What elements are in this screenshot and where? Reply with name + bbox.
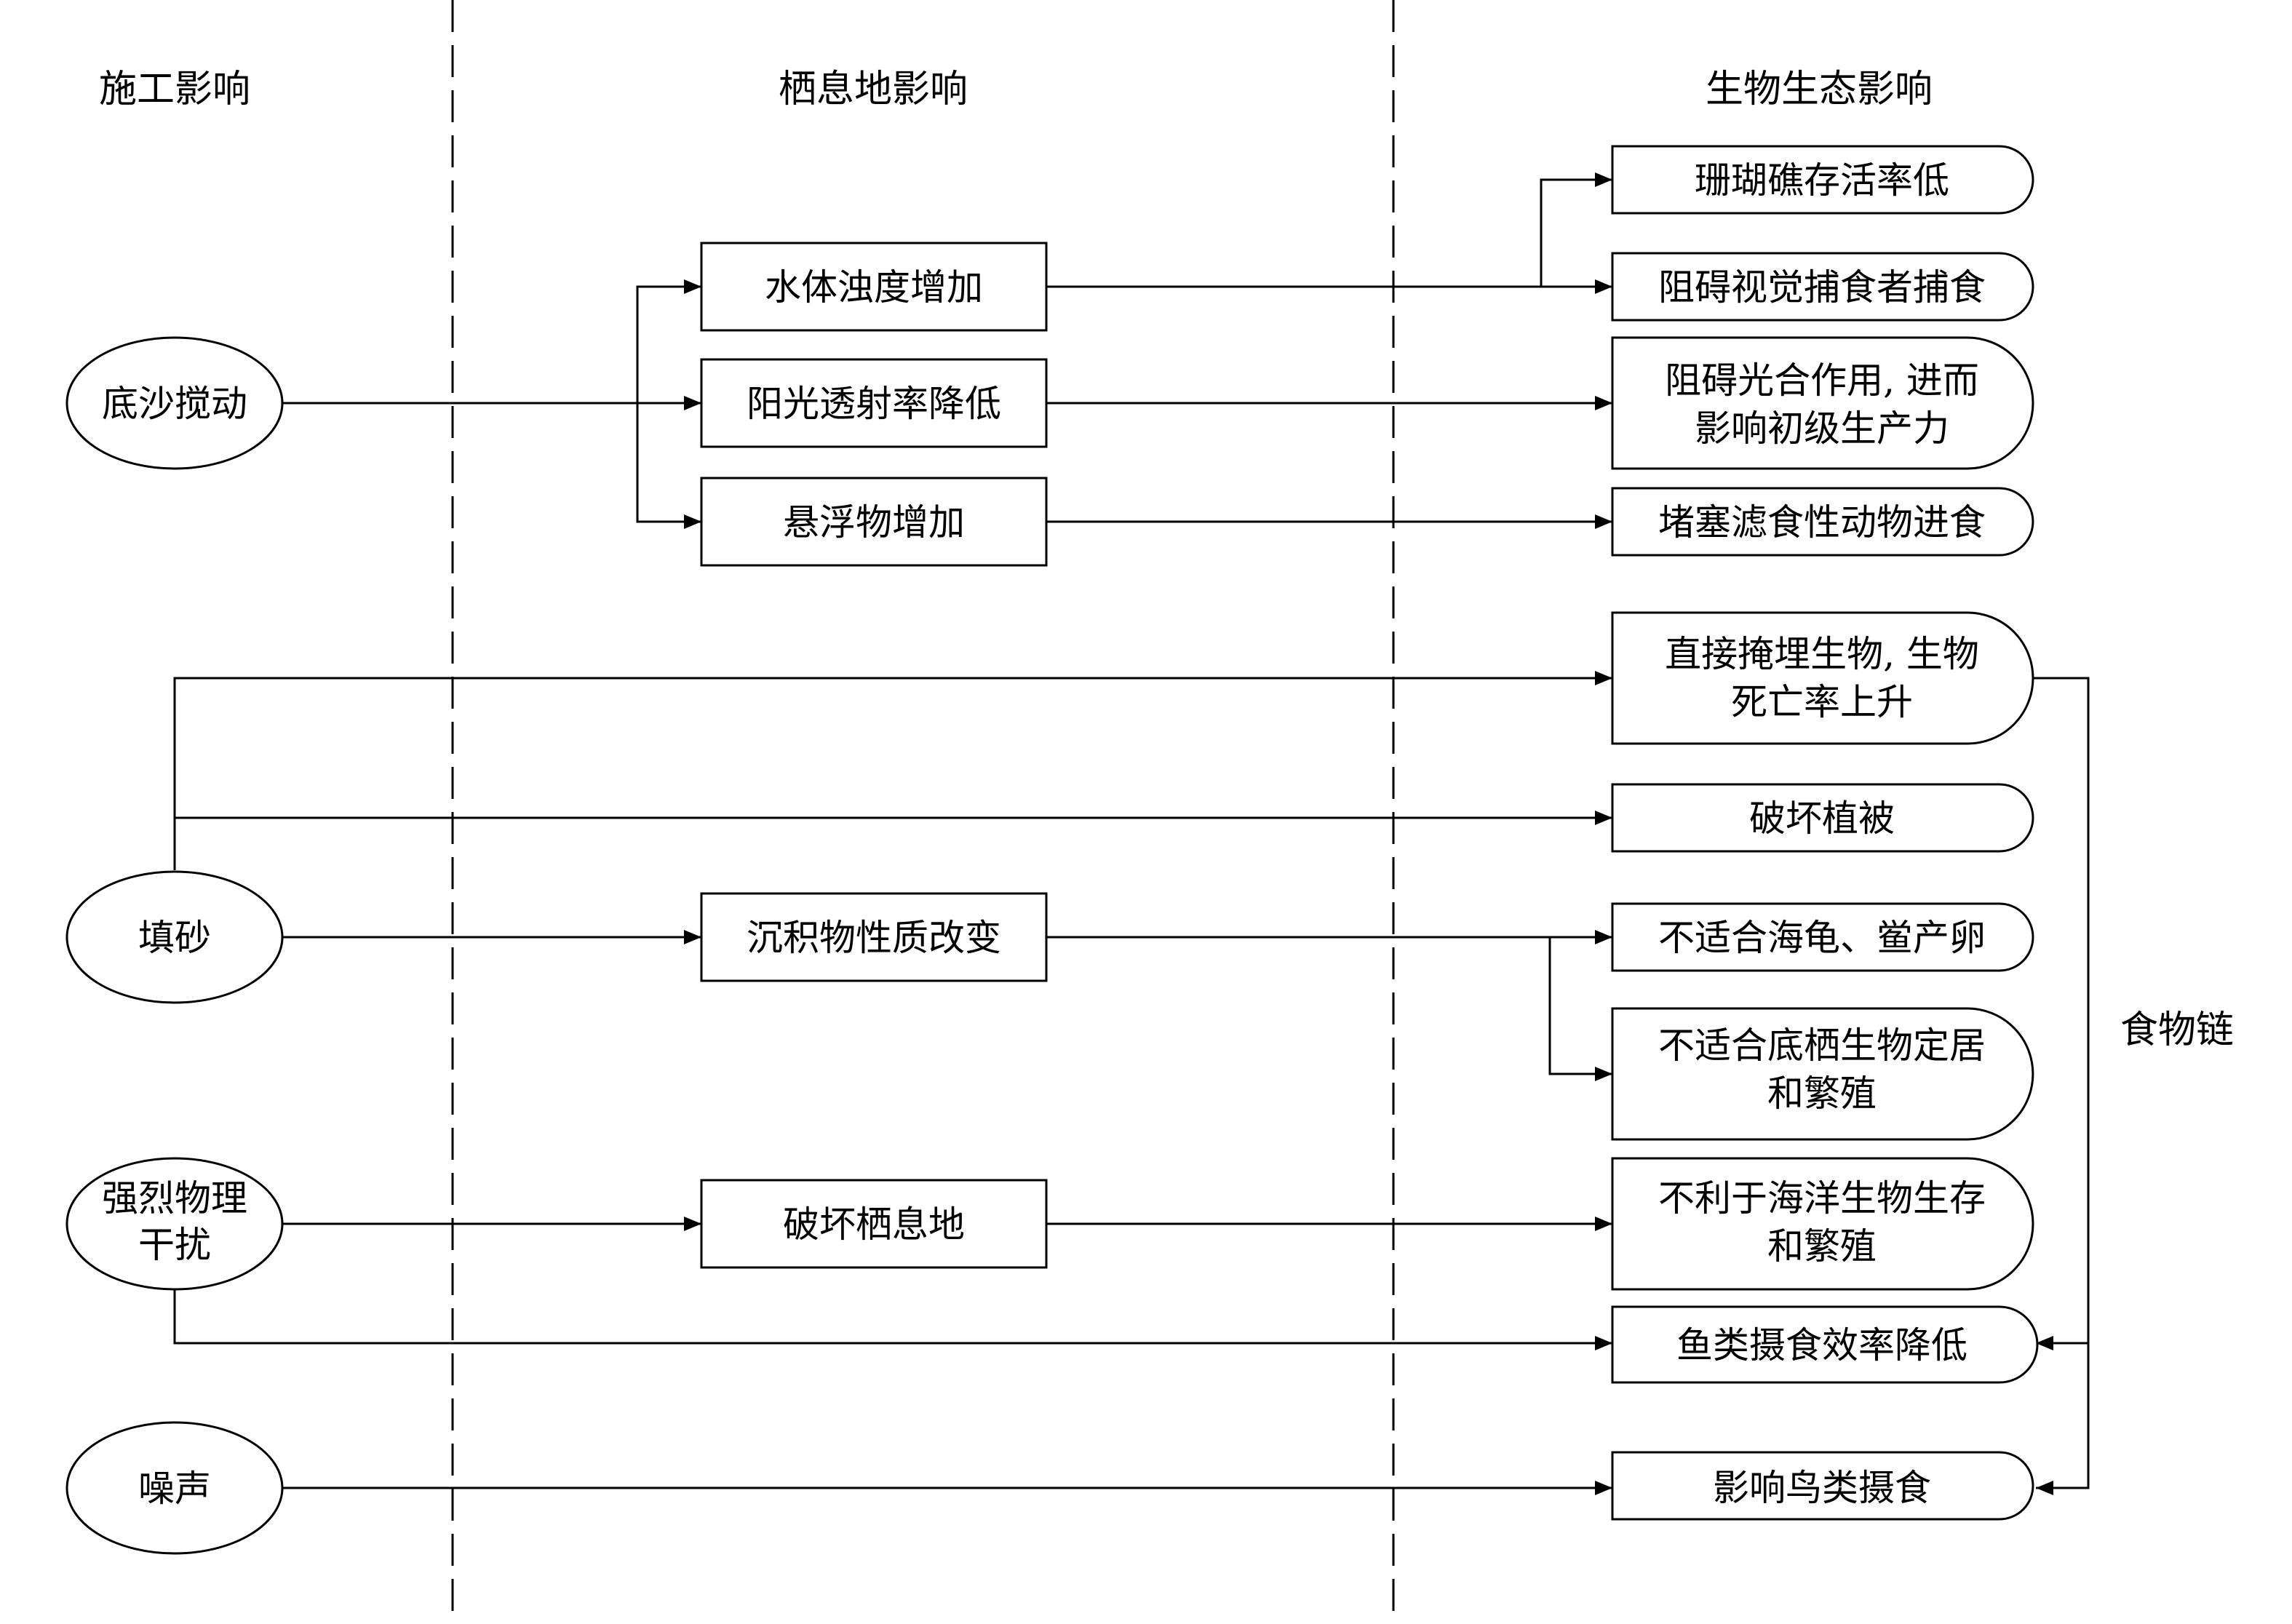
eco-filter-label: 堵塞滤食性动物进食: [1658, 501, 1986, 544]
eco-predator-label: 阻碍视觉捕食者捕食: [1658, 266, 1986, 309]
source-disturbance-label-2: 干扰: [138, 1224, 211, 1266]
eco-photosynthesis: 阻碍光合作用, 进而 影响初级生产力: [1611, 336, 2034, 470]
eco-turtle-label: 不适合海龟、鲎产卵: [1658, 917, 1986, 959]
header-construction: 施工影响: [99, 68, 250, 111]
habitat-suspended-label: 悬浮物增加: [783, 501, 965, 544]
source-disturbance-label-1: 强烈物理: [102, 1177, 247, 1219]
habitat-light-label: 阳光透射率降低: [747, 383, 1001, 425]
habitat-suspended: 悬浮物增加: [700, 477, 1048, 567]
source-noise-label: 噪声: [138, 1468, 211, 1510]
food-chain-label: 食物链: [2120, 1008, 2234, 1052]
habitat-destroy-label: 破坏栖息地: [783, 1203, 965, 1246]
habitat-light: 阳光透射率降低: [700, 358, 1048, 448]
eco-burial-label-2: 死亡率上升: [1731, 681, 1913, 723]
source-sediment-label: 底沙搅动: [102, 383, 247, 425]
eco-vegetation-label: 破坏植被: [1749, 797, 1895, 840]
habitat-turbidity-label: 水体浊度增加: [765, 266, 983, 309]
eco-photosynthesis-label-2: 影响初级生产力: [1695, 407, 1949, 450]
eco-photosynthesis-label-1: 阻碍光合作用, 进而: [1665, 359, 1979, 402]
eco-birds: 影响鸟类摄食: [1611, 1451, 2034, 1521]
habitat-sediment-change: 沉积物性质改变: [700, 892, 1048, 982]
eco-benthic-label-1: 不适合底栖生物定居: [1658, 1024, 1986, 1067]
eco-burial: 直接掩埋生物, 生物 死亡率上升: [1611, 611, 2034, 745]
eco-benthic: 不适合底栖生物定居 和繁殖: [1611, 1007, 2034, 1141]
eco-predator: 阻碍视觉捕食者捕食: [1611, 252, 2034, 322]
header-ecology: 生物生态影响: [1706, 68, 1933, 111]
source-sand-fill-label: 填砂: [138, 917, 211, 959]
habitat-turbidity: 水体浊度增加: [700, 242, 1048, 332]
eco-coral: 珊瑚礁存活率低: [1611, 145, 2034, 215]
source-sand-fill: 填砂: [65, 870, 284, 1004]
eco-turtle: 不适合海龟、鲎产卵: [1611, 902, 2034, 972]
eco-marine-life-label-1: 不利于海洋生物生存: [1658, 1177, 1986, 1219]
eco-fish: 鱼类摄食效率降低: [1611, 1305, 2039, 1384]
eco-benthic-label-2: 和繁殖: [1767, 1072, 1877, 1115]
source-sediment: 底沙搅动: [65, 336, 284, 470]
eco-marine-life: 不利于海洋生物生存 和繁殖: [1611, 1157, 2034, 1291]
eco-vegetation: 破坏植被: [1611, 783, 2034, 853]
edges: [173, 172, 2090, 1495]
eco-filter: 堵塞滤食性动物进食: [1611, 487, 2034, 557]
habitat-sediment-change-label: 沉积物性质改变: [747, 917, 1001, 959]
eco-coral-label: 珊瑚礁存活率低: [1695, 159, 1949, 202]
habitat-destroy: 破坏栖息地: [700, 1179, 1048, 1269]
eco-fish-label: 鱼类摄食效率降低: [1676, 1324, 1967, 1366]
source-noise: 噪声: [65, 1421, 284, 1555]
eco-marine-life-label-2: 和繁殖: [1767, 1225, 1877, 1267]
header-habitat: 栖息地影响: [779, 68, 968, 111]
source-disturbance: 强烈物理 干扰: [65, 1157, 284, 1291]
eco-birds-label: 影响鸟类摄食: [1713, 1467, 1931, 1509]
eco-burial-label-1: 直接掩埋生物, 生物: [1665, 633, 1979, 675]
